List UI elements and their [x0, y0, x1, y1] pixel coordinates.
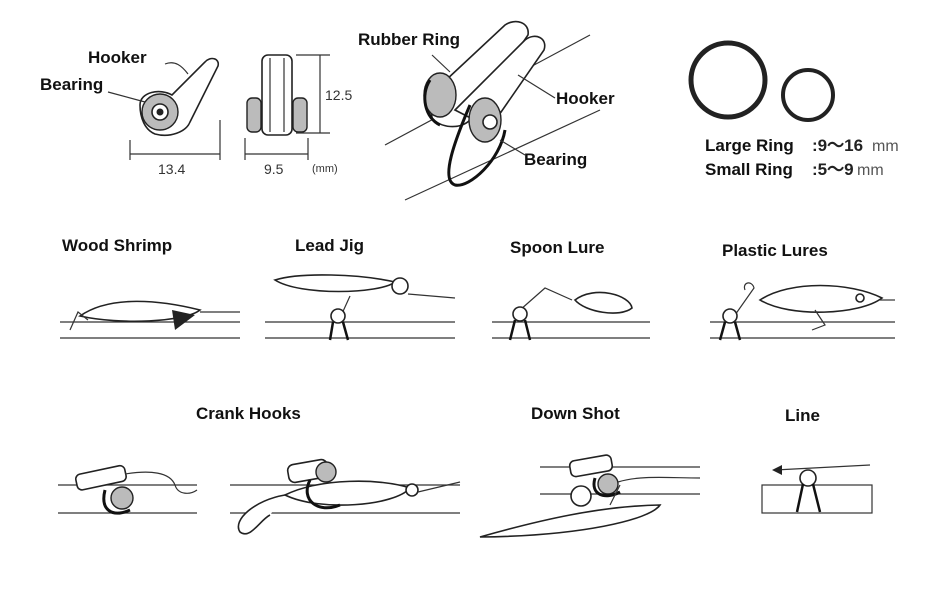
line-label: Line: [785, 406, 820, 425]
hooker-label-perspective: Hooker: [556, 89, 615, 108]
down-shot-illustration: [479, 454, 701, 538]
down-shot-label: Down Shot: [531, 404, 620, 423]
split-rings: [688, 40, 835, 122]
small-ring-label: Small Ring: [705, 160, 793, 179]
wood-shrimp-label: Wood Shrimp: [62, 236, 172, 255]
unit-label: (mm): [312, 163, 338, 175]
lead-jig-illustration: [265, 274, 456, 341]
width-dimension: 13.4: [158, 161, 185, 177]
crank-hooks-label: Crank Hooks: [196, 404, 301, 423]
height-dimension: 12.5: [325, 87, 352, 103]
small-ring: [781, 68, 835, 122]
large-ring: [688, 40, 768, 120]
line-illustration: [761, 464, 873, 514]
small-ring-unit: mm: [857, 162, 884, 179]
rubber-ring-label: Rubber Ring: [358, 30, 460, 49]
large-ring-value: :9～16: [812, 136, 863, 155]
plastic-lures-label: Plastic Lures: [722, 241, 828, 260]
plastic-lures-illustration: [710, 282, 895, 341]
side-view-drawing: [107, 57, 221, 160]
large-ring-unit: mm: [872, 138, 899, 155]
perspective-drawing: [384, 20, 601, 201]
depth-dimension: 9.5: [264, 161, 284, 177]
front-view-drawing: [244, 54, 330, 160]
crank-hooks-illustration-1: [58, 464, 198, 515]
crank-hooks-illustration-2: [230, 458, 461, 535]
bearing-label-perspective: Bearing: [524, 150, 587, 169]
spoon-lure-illustration: [492, 287, 650, 341]
large-ring-label: Large Ring: [705, 136, 794, 155]
bearing-label: Bearing: [40, 75, 103, 94]
small-ring-value: :5～9: [812, 160, 854, 179]
wood-shrimp-illustration: [60, 300, 240, 339]
lead-jig-label: Lead Jig: [295, 236, 364, 255]
hooker-label: Hooker: [88, 48, 147, 67]
spoon-lure-label: Spoon Lure: [510, 238, 604, 257]
